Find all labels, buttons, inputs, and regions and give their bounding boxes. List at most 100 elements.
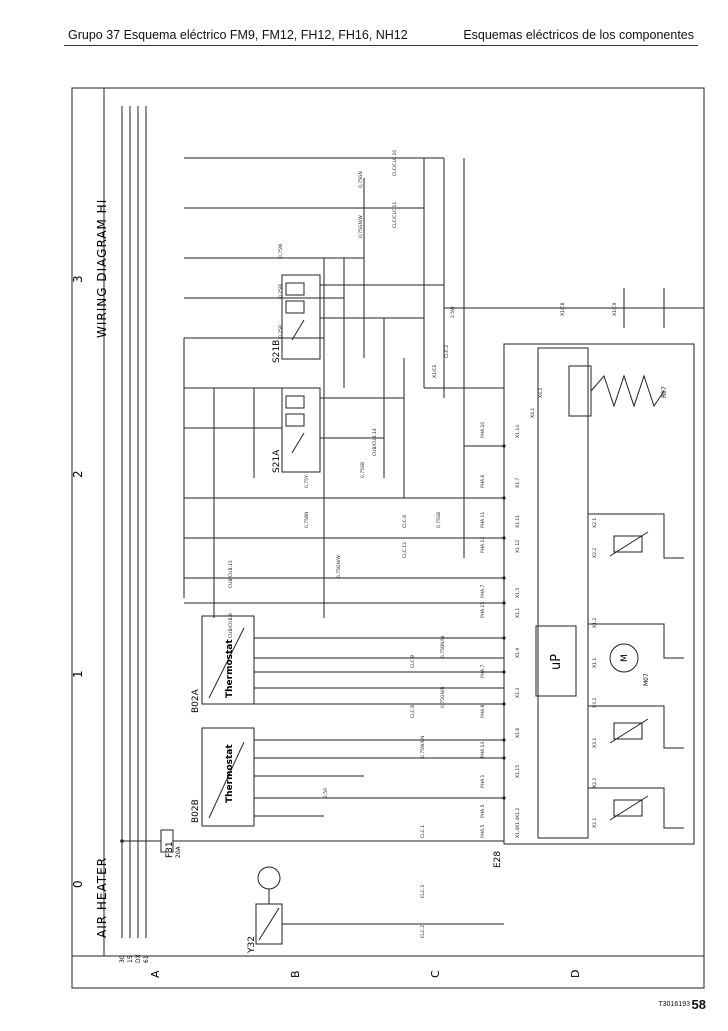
header-left: Grupo 37 Esquema eléctrico FM9, FM12, FH… (68, 28, 408, 42)
row-a: A (149, 970, 162, 978)
wire-label-10: 2,5W (450, 306, 456, 318)
e28-pin-4: X1.5 (515, 588, 521, 598)
label-r07: R07 (661, 386, 668, 398)
connector-label-5: CLC.2 (444, 345, 450, 358)
side-pin-7: X2.1 (592, 818, 598, 828)
e28-signal-3: PHA.12 (480, 537, 486, 553)
wire-label-1: 0,75GN/W (358, 215, 364, 238)
wire-label-2: 0,75W (278, 243, 284, 258)
e28-pin-1: X1.7 (515, 478, 521, 488)
side-pin-1: X2.2 (592, 548, 598, 558)
header-right: Esquemas eléctricos de los componentes (463, 28, 694, 42)
label-y32: Y32 (247, 936, 257, 954)
side-pin-0: X2.1 (592, 518, 598, 528)
e28-pin-0: X1.14 (515, 425, 521, 438)
side-pin-9: X4.2 (538, 388, 544, 398)
e28-pin-9: X1.15 (515, 765, 521, 778)
switch-s21b-box (281, 274, 321, 360)
row-d: D (569, 970, 582, 978)
side-pin-6: X2.2 (592, 778, 598, 788)
page-number: 58 (691, 997, 706, 1012)
side-pin-3: X1.1 (592, 658, 598, 668)
diagram-subtitle: AIR HEATER (95, 857, 109, 938)
label-m07: M07 (643, 673, 650, 686)
side-pin-5: X3.1 (592, 738, 598, 748)
fuse-rating: 20A (175, 845, 182, 858)
connector-label-11: CLC.3 (420, 885, 426, 898)
connector-label-9: CLC.8 (410, 705, 416, 718)
connector-label-2: CUB/CUB.9 (228, 613, 234, 638)
side-pin-8: X4.1 (530, 408, 536, 418)
wire-label-11: 0,75SB (436, 512, 442, 528)
header-rule (64, 45, 698, 46)
label-s21b: S21B (272, 340, 282, 363)
rail-label-30: 30 (119, 955, 126, 963)
sensor-3 (613, 799, 643, 817)
wire-label-0: 0,75GN (358, 171, 364, 188)
wire-label-7: 0,75SB (360, 462, 366, 478)
heater-unit-e28 (503, 343, 695, 845)
column-3: 3 (71, 275, 85, 283)
e28-pin-10: X1.2 (515, 808, 521, 818)
connector-label-6: CLC.6 (402, 515, 408, 528)
column-0: 0 (71, 880, 85, 888)
connector-label-1: CUB/CUB.15 (228, 560, 234, 588)
figure-reference: T3016193 (658, 1001, 690, 1008)
e28-signal-11: PHA.5 (480, 824, 486, 838)
thermostat-b02a-box (201, 615, 255, 705)
connector-label-15: X1/C9 (612, 302, 618, 316)
row-c: C (429, 970, 442, 978)
e28-signal-1: PHA.6 (480, 474, 486, 488)
wire-label-14: 0,75W/BN (420, 736, 426, 758)
e28-signal-0: PHA.10 (480, 422, 486, 438)
column-2: 2 (71, 470, 85, 478)
e28-signal-5: PHA.15 (480, 602, 486, 618)
connector-label-12: CLC.2 (420, 925, 426, 938)
wire-label-8: 0,75GN/W (336, 555, 342, 578)
connector-label-14: X1/C8 (560, 302, 566, 316)
wire-label-13: 0,75GN/R (440, 686, 446, 708)
side-pin-4: X3.2 (592, 698, 598, 708)
label-s21a: S21A (272, 449, 282, 473)
motor-m07 (609, 643, 639, 673)
label-m: M (620, 654, 630, 662)
label-e28: E28 (493, 851, 503, 868)
connector-label-10: CLC.1 (420, 825, 426, 838)
side-pin-2: X1.2 (592, 618, 598, 628)
e28-pin-7: X1.3 (515, 688, 521, 698)
e28-signal-7: PHA.8 (480, 704, 486, 718)
e28-signal-8: PHA.13 (480, 742, 486, 758)
wire-label-5: 0,75BN (304, 512, 310, 528)
e28-signal-4: PHA.7 (480, 584, 486, 598)
e28-pin-block (537, 347, 589, 839)
e28-signal-2: PHA.11 (480, 512, 486, 528)
e28-pin-11: X1.4 (515, 828, 521, 838)
label-b02b: B02B (191, 799, 201, 823)
diagram-frame (71, 87, 705, 989)
switch-s21a-box (281, 387, 321, 473)
wiring-diagram: WIRING DIAGRAM HI AIR HEATER 0 1 2 3 30 … (71, 87, 705, 989)
e28-signal-6: PHA.7 (480, 664, 486, 678)
thermostat-b02b-box (201, 727, 255, 827)
label-up: uP (549, 654, 564, 670)
connector-label-0: CUB/CUB.14 (372, 428, 378, 456)
connector-label-3: CLC/CLC.10 (392, 150, 398, 176)
e28-signal-9: PHA.1 (480, 774, 486, 788)
connector-label-8: CLC.9 (410, 655, 416, 668)
e28-pin-12: X1.4 (515, 818, 521, 828)
e28-pin-3: X1.12 (515, 540, 521, 553)
sensor-1 (613, 535, 643, 553)
fuse-label: F31 (165, 841, 175, 858)
processor-up-box (535, 625, 577, 697)
e28-pin-2: X1.11 (515, 515, 521, 528)
rail-label-dx: DX (135, 954, 142, 963)
column-1: 1 (71, 670, 85, 678)
label-thermostat-b: Thermostat (225, 744, 235, 803)
rail-label-15: 15 (127, 955, 134, 963)
connector-label-7: CLC.12 (402, 542, 408, 558)
connector-label-4: CLC/CLC.11 (392, 202, 398, 228)
sensor-2 (613, 722, 643, 740)
wire-label-3: 0,75BL (278, 282, 284, 298)
e28-signal-10: PHA.5 (480, 804, 486, 818)
label-b02a: B02A (191, 688, 201, 713)
